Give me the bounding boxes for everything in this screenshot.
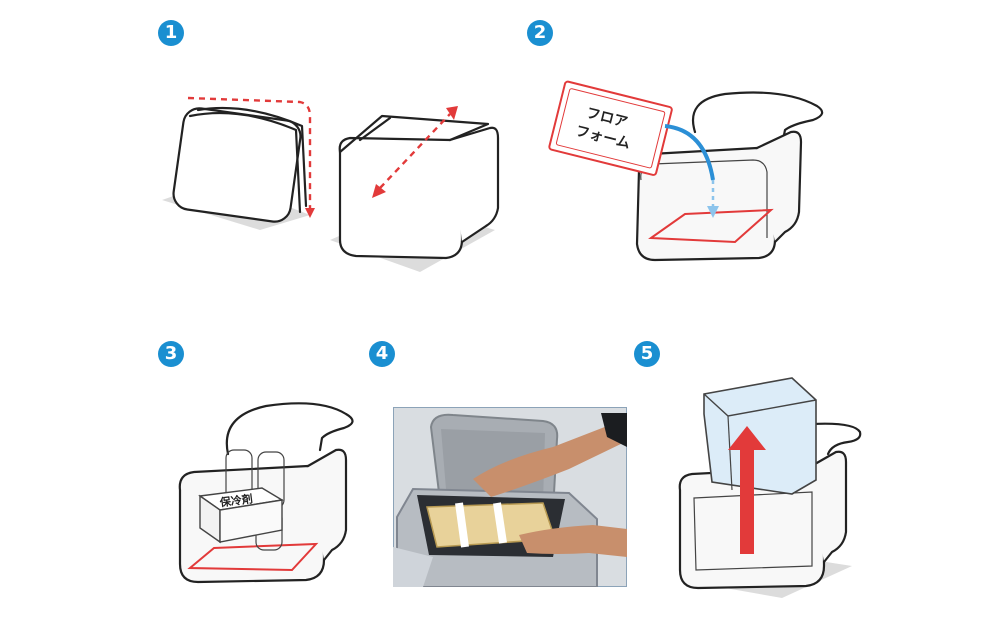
insert-arrow [664,124,719,218]
step-number-1: 1 [158,20,184,46]
step-number-5: 5 [634,341,660,367]
step-2-illustration: フロア フォーム [548,80,824,262]
right-arm [473,423,627,497]
unfolding-bag [330,106,500,272]
step-3-illustration: 保冷剤 [178,402,354,584]
ice-pack: 保冷剤 [198,487,285,544]
lift-arrow [728,426,766,554]
left-arm [519,525,627,557]
step-1-illustration [162,96,500,272]
ice-pack-label: 保冷剤 [218,491,253,509]
step-number-4: 4 [369,341,395,367]
step-4-photo [393,407,627,587]
step-number-3: 3 [158,341,184,367]
folded-bag [162,96,315,230]
step-5-illustration [678,377,862,598]
floor-form-sheet: フロア フォーム [548,80,673,176]
liner-bag [703,377,817,495]
step-number-2: 2 [527,20,553,46]
bag-open-lid [635,91,824,262]
